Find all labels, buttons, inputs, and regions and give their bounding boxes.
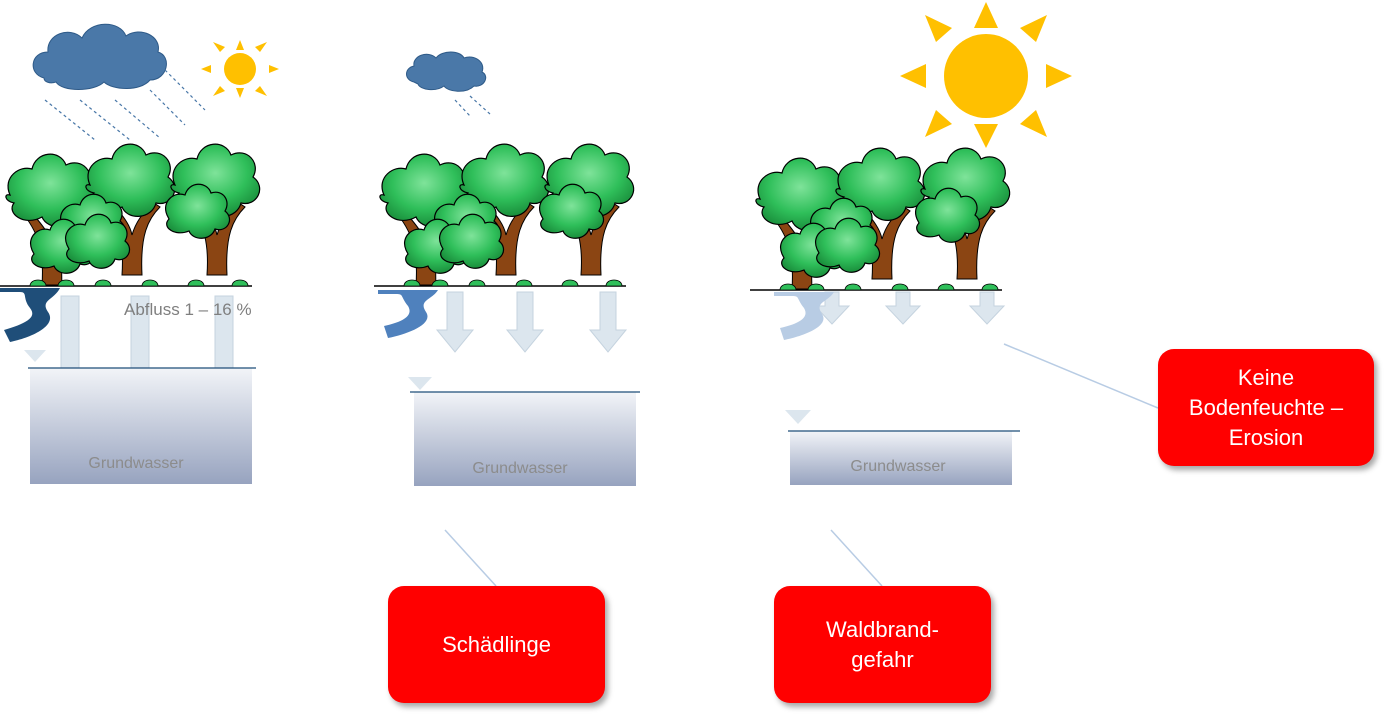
- groundwater-body: [414, 392, 636, 486]
- callout-fire: Waldbrand- gefahr: [774, 586, 991, 703]
- cloud-icon: [32, 23, 167, 90]
- groundwater-label: Grundwasser: [850, 458, 946, 475]
- sun-icon: [201, 40, 279, 98]
- cloud-icon: [406, 51, 487, 92]
- tree-icon: [374, 144, 634, 286]
- groundwater-body: [30, 368, 252, 484]
- panel-dry: [750, 2, 1159, 587]
- callout-connector: [444, 529, 497, 587]
- runoff-label: Abfluss 1 – 16 %: [124, 300, 252, 319]
- arrow-down-icon: [814, 291, 1005, 325]
- tree-icon: [0, 144, 260, 286]
- groundwater-label: Grundwasser: [472, 460, 568, 477]
- arrow-down-icon: [436, 291, 627, 353]
- callout-pests: Schädlinge: [388, 586, 605, 703]
- rain-lines: [454, 95, 491, 117]
- groundwater-label: Grundwasser: [88, 455, 184, 472]
- callout-erosion: Keine Bodenfeuchte – Erosion: [1158, 349, 1374, 466]
- rain-lines: [44, 69, 206, 141]
- river-icon: [774, 292, 834, 340]
- callout-erosion-text: Keine Bodenfeuchte – Erosion: [1188, 364, 1344, 450]
- panel-wet: [0, 23, 279, 484]
- tree-icon: [750, 148, 1010, 290]
- panel-medium: [374, 51, 640, 587]
- river-icon: [378, 290, 438, 338]
- callout-pests-text: Schädlinge: [442, 631, 551, 657]
- callout-connector: [830, 529, 883, 587]
- sun-icon: [900, 2, 1072, 148]
- river-icon: [0, 288, 60, 342]
- callout-fire-text: Waldbrand- gefahr: [826, 616, 939, 672]
- groundwater-body: [790, 431, 1012, 485]
- callout-connector: [1003, 343, 1159, 409]
